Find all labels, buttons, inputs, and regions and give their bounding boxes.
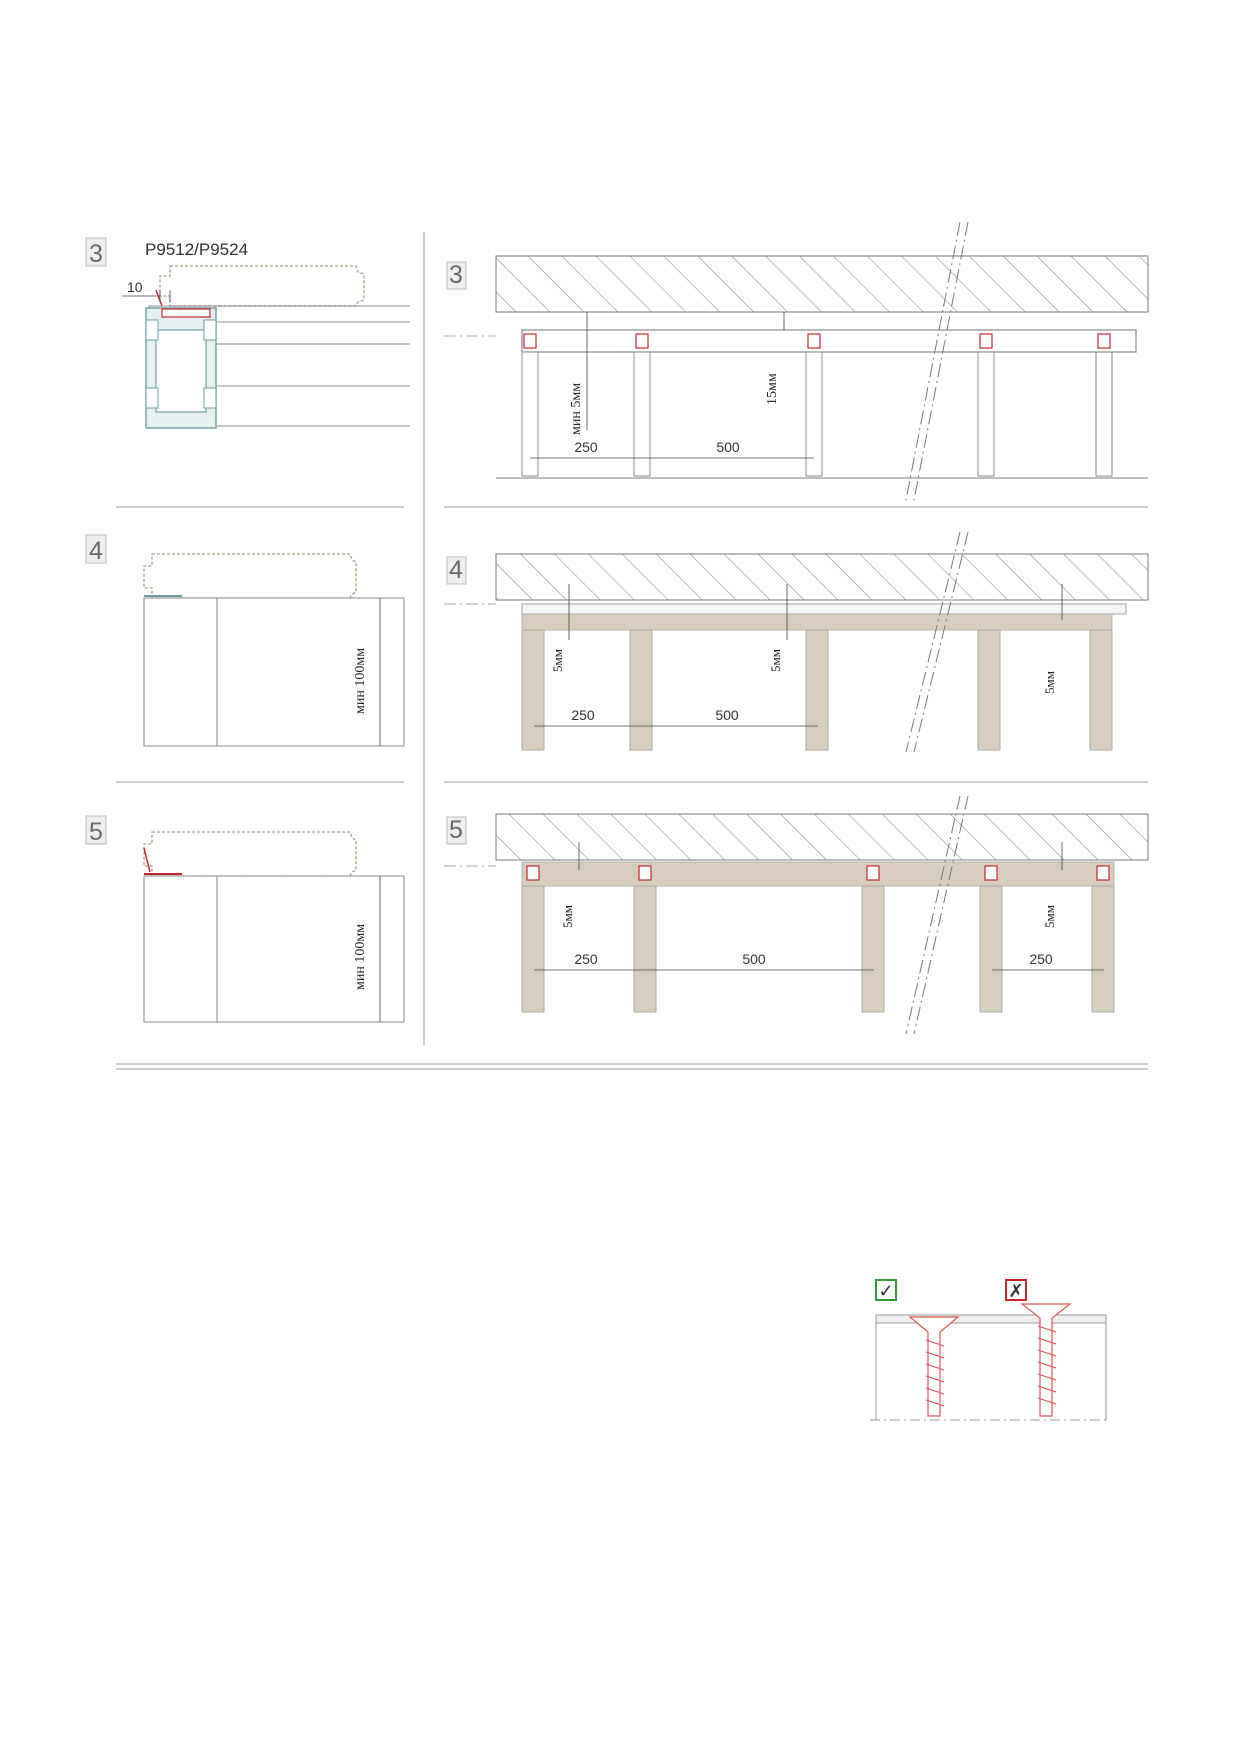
detail-5-right: 5 5мм 5мм 250 500 250 bbox=[444, 795, 1149, 1035]
detail-4-left: 4 мин 100мм bbox=[85, 534, 405, 783]
correct-check-icon: ✓ bbox=[878, 1281, 893, 1301]
gap-dimension: 5мм bbox=[550, 649, 565, 672]
min-height-dimension: мин 100мм bbox=[353, 648, 368, 714]
gap-dimension: 10 bbox=[127, 279, 143, 295]
gap-dimension: 15мм bbox=[765, 373, 780, 405]
span-dimension: 500 bbox=[716, 439, 740, 455]
detail-3-right: 3 мин 5мм 15мм 250 500 bbox=[444, 221, 1149, 508]
detail-number: 4 bbox=[449, 556, 463, 584]
gap-dimension: 5мм bbox=[1042, 671, 1057, 694]
gap-dimension: 5мм bbox=[1042, 905, 1057, 928]
min-height-dimension: мин 100мм bbox=[353, 924, 368, 990]
detail-number: 5 bbox=[449, 816, 463, 844]
span-dimension: 500 bbox=[742, 951, 766, 967]
span-dimension: 250 bbox=[574, 951, 598, 967]
detail-number: 3 bbox=[89, 240, 103, 268]
detail-number: 3 bbox=[449, 261, 463, 289]
detail-3-left: 3 P9512/P9524 10 bbox=[85, 237, 410, 508]
detail-5-left: 5 мин 100мм bbox=[85, 815, 405, 1023]
span-dimension: 500 bbox=[715, 707, 739, 723]
detail-4-right: 4 5мм 5мм 5мм 250 500 bbox=[444, 531, 1149, 783]
gap-dimension: 5мм bbox=[768, 649, 783, 672]
profile-model-label: P9512/P9524 bbox=[145, 240, 248, 259]
span-dimension: 250 bbox=[1029, 951, 1053, 967]
gap-dimension: 5мм bbox=[560, 905, 575, 928]
span-dimension: 250 bbox=[574, 439, 598, 455]
span-dimension: 250 bbox=[571, 707, 595, 723]
screw-detail: ✓ ✗ bbox=[870, 1279, 1110, 1421]
detail-number: 5 bbox=[89, 818, 103, 846]
min-gap-dimension: мин 5мм bbox=[569, 383, 584, 435]
detail-number: 4 bbox=[89, 537, 103, 565]
wrong-cross-icon: ✗ bbox=[1008, 1281, 1023, 1301]
